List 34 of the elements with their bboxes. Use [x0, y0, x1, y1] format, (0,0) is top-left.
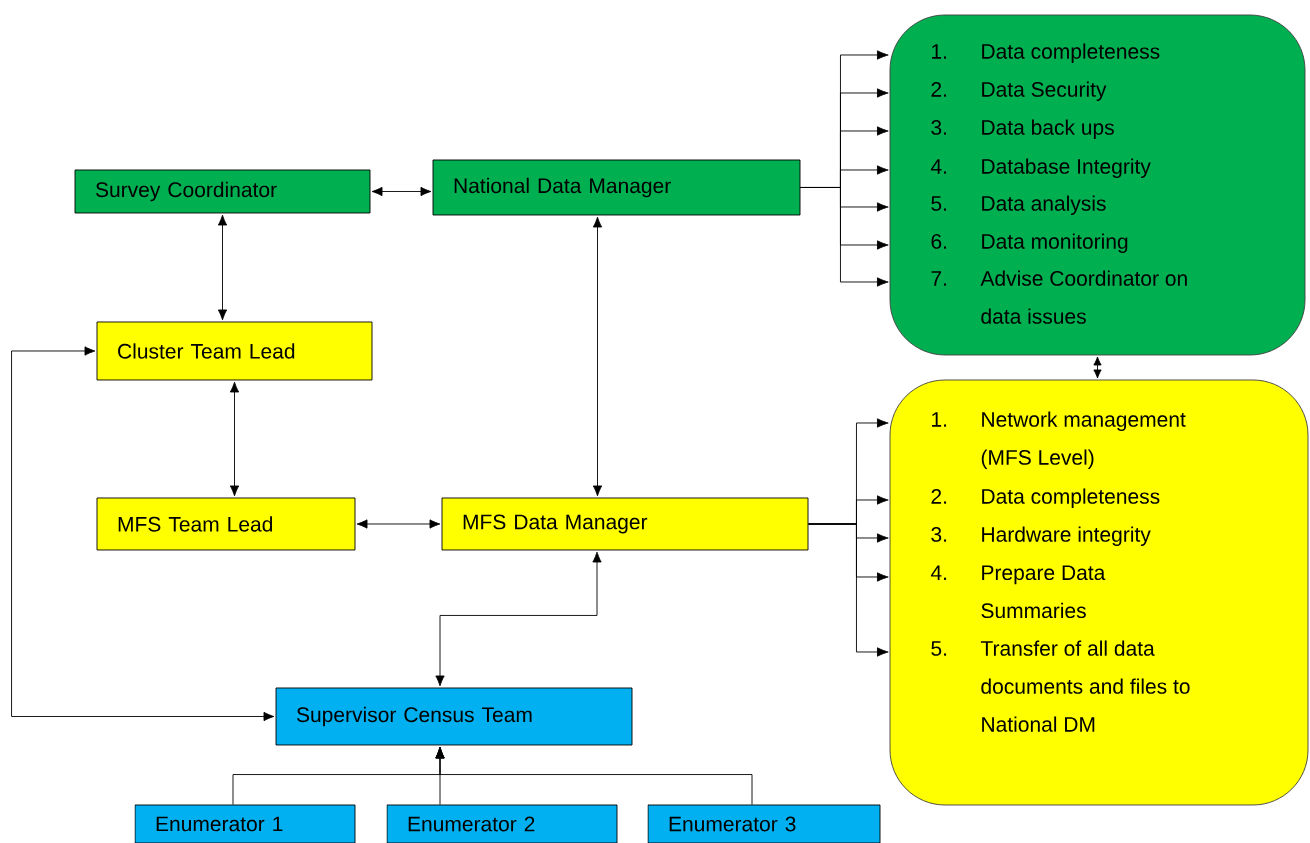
arrow — [1093, 356, 1102, 379]
role-box: Enumerator 3 — [647, 804, 881, 843]
arrow — [800, 187, 889, 287]
arrow — [11, 346, 275, 722]
arrow — [217, 214, 228, 321]
list-item: 4. Prepare Data Summaries — [930, 565, 1106, 619]
arrow — [229, 381, 240, 497]
arrow — [371, 186, 432, 197]
arrow — [435, 746, 753, 805]
role-box: Enumerator 2 — [386, 804, 618, 843]
role-box: Supervisor Census Team — [275, 687, 633, 746]
list-item: 2. Data Security — [931, 81, 1107, 102]
list-item: 3. Hardware integrity — [931, 526, 1151, 546]
list-item: 7. Advise Coordinator on data issues — [931, 270, 1187, 324]
rounded-panel — [889, 379, 1309, 806]
arrow — [435, 551, 602, 687]
role-box: Survey Coordinator — [74, 169, 371, 214]
role-box: National Data Manager — [432, 159, 801, 216]
role-box: Enumerator 1 — [134, 804, 356, 843]
list-item: 2. Data completeness — [931, 488, 1160, 508]
list-item: 6. Data monitoring — [931, 233, 1128, 253]
role-box: MFS Team Lead — [96, 497, 356, 551]
list-item: 4. Database Integrity — [930, 158, 1151, 178]
role-box: Cluster Team Lead — [96, 321, 373, 381]
arrow — [356, 519, 441, 529]
list-item: 5. Transfer of all data documents and files to National DM — [931, 640, 1190, 732]
list-item: 3. Data back ups — [931, 119, 1114, 139]
arrow — [592, 216, 603, 497]
list-item: 5. Data analysis — [931, 195, 1106, 215]
list-item: 1. Data completeness — [932, 43, 1160, 64]
arrow — [808, 523, 889, 657]
role-box: MFS Data Manager — [441, 497, 809, 551]
rounded-panel — [889, 14, 1306, 356]
list-item: 1. Network management (MFS Level) — [932, 411, 1186, 469]
